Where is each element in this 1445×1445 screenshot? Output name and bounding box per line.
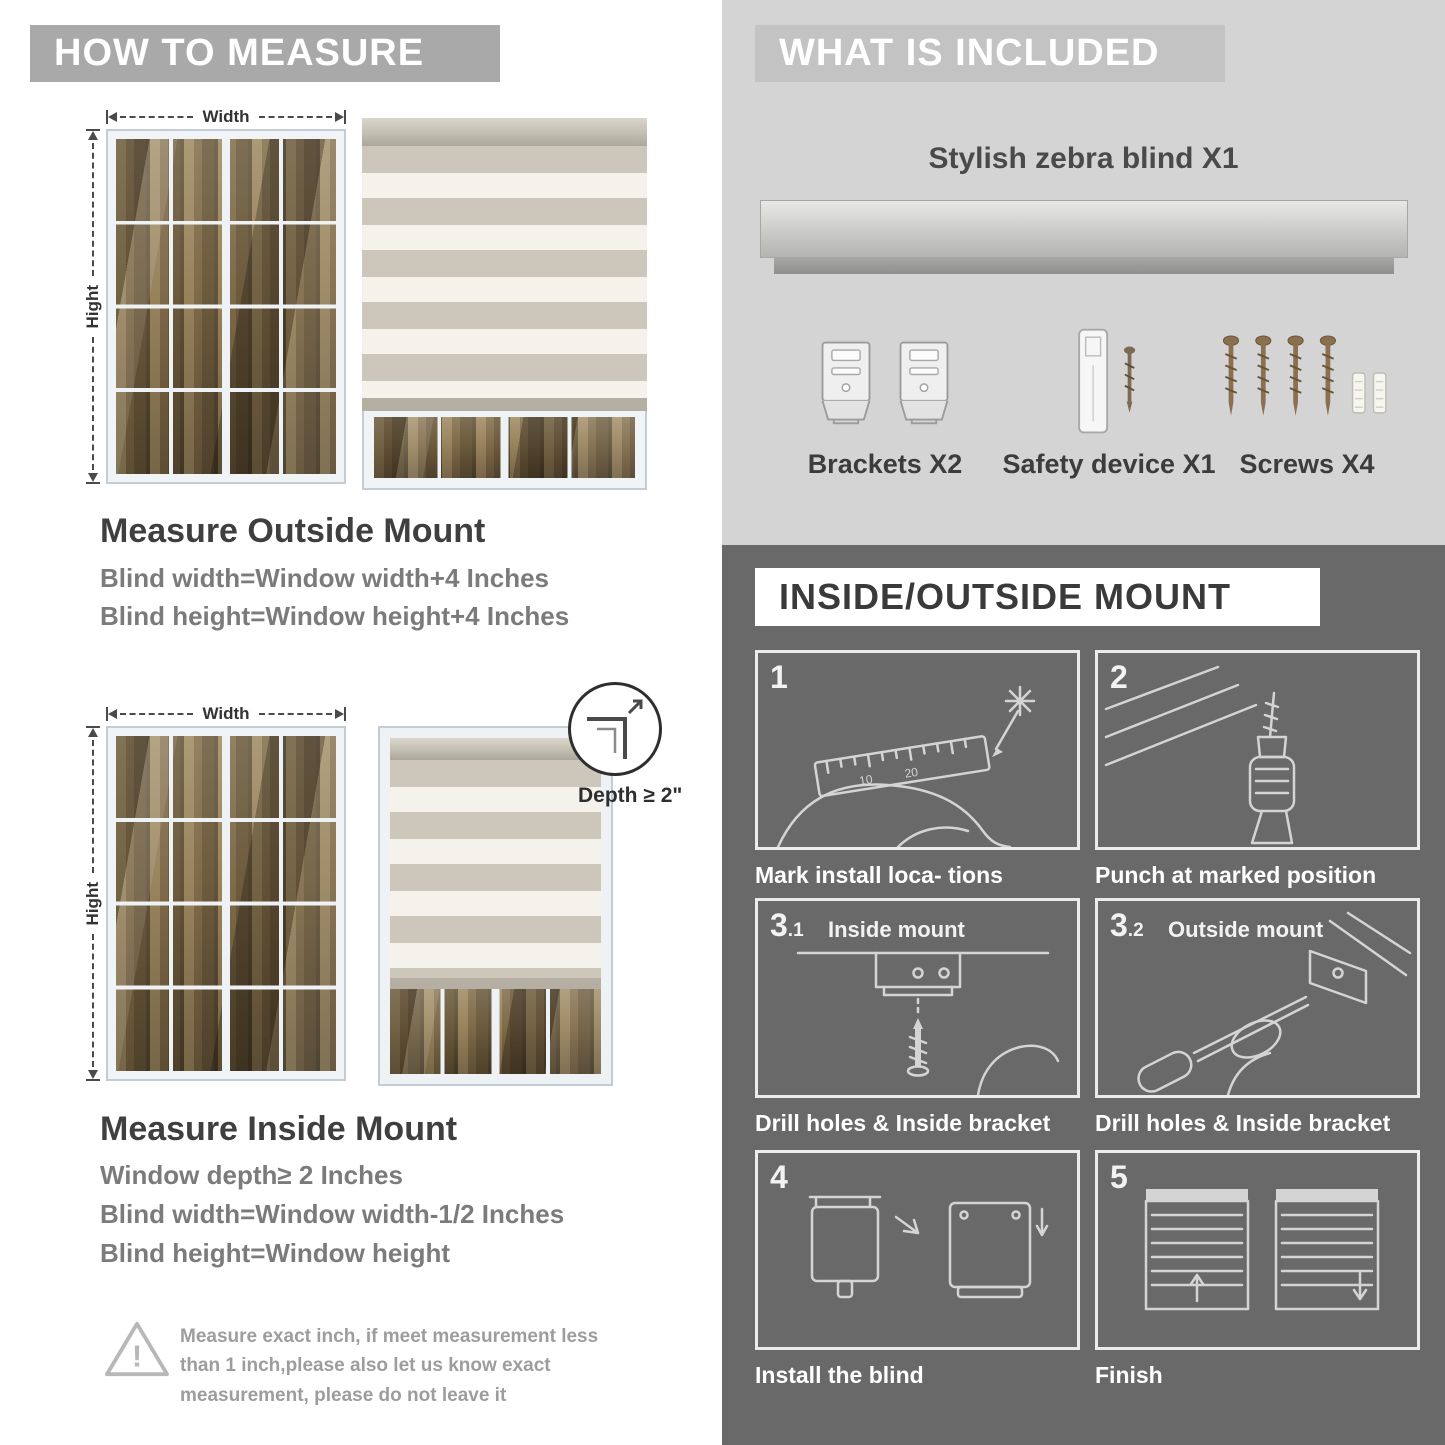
screws-icon <box>1222 334 1387 416</box>
step-5-caption: Finish <box>1095 1362 1163 1388</box>
product-name: Stylish zebra blind X1 <box>928 142 1239 175</box>
height-arrow: Hight <box>80 129 106 484</box>
step-3-2-panel: 3.2 Outside mount <box>1095 898 1420 1098</box>
outside-mount-heading: Measure Outside Mount <box>100 512 486 550</box>
height-arrow: Hight <box>80 726 106 1081</box>
inside-bracket-illustration <box>796 951 1060 1095</box>
window-glass <box>116 736 336 1071</box>
anchor-icon <box>1372 371 1387 414</box>
step-1-caption: Mark install loca- tions <box>755 862 1003 888</box>
outside-bracket-illustration <box>1137 911 1412 1095</box>
warning-icon: ! <box>105 1321 169 1377</box>
brackets-label: Brackets X2 <box>807 449 963 479</box>
step-3-2-caption: Drill holes & Inside bracket <box>1095 1110 1391 1136</box>
width-arrow: Width <box>106 105 346 129</box>
window-image <box>106 726 346 1081</box>
depth-callout-label: Depth ≥ 2" <box>578 784 683 807</box>
step-4: 4 Install the blind <box>755 1150 1080 1389</box>
safety-device-icon <box>1078 328 1136 433</box>
inside-mount-rule-2: Blind width=Window width-1/2 Inches <box>100 1199 565 1229</box>
what-is-included-section: WHAT IS INCLUDED Stylish zebra blind X1 <box>722 0 1445 545</box>
svg-text:20: 20 <box>904 765 920 781</box>
mount-title: INSIDE/OUTSIDE MOUNT <box>779 576 1232 617</box>
step-4-panel: 4 <box>755 1150 1080 1350</box>
zebra-blind-headrail-image <box>760 200 1408 274</box>
outside-mount-blind-figure <box>362 118 647 490</box>
svg-text:10: 10 <box>858 772 874 788</box>
how-to-measure-section: HOW TO MEASURE Width Hight <box>0 0 710 1445</box>
step-5-panel: 5 <box>1095 1150 1420 1350</box>
window-corner-icon <box>587 699 643 759</box>
anchor-icon <box>1351 371 1366 414</box>
depth-callout-circle <box>568 682 662 776</box>
outside-mount-rule-1: Blind width=Window width+4 Inches <box>100 563 549 593</box>
install-blind-illustration <box>808 1195 1049 1299</box>
width-label: Width <box>202 107 250 126</box>
how-to-measure-title: HOW TO MEASURE <box>54 32 425 74</box>
step-3-1-panel: 3.1 Inside mount <box>755 898 1080 1098</box>
step-3-1: 3.1 Inside mount Drill holes & Inside b <box>755 898 1080 1137</box>
step-2-panel: 2 <box>1095 650 1420 850</box>
inside-mount-window-figure: Width Hight <box>80 702 346 1081</box>
step-number: 5 <box>1110 1159 1128 1195</box>
window-glass <box>116 139 336 474</box>
what-is-included-title: WHAT IS INCLUDED <box>779 32 1160 74</box>
step-number: 3 <box>1110 907 1128 943</box>
width-arrow: Width <box>106 702 346 726</box>
step-subnumber: .1 <box>787 920 804 941</box>
step-1-panel: 1 10 20 <box>755 650 1080 850</box>
finish-illustration <box>1144 1189 1380 1311</box>
bracket-icon <box>899 341 949 424</box>
window-glass-strip <box>390 989 601 1074</box>
safety-device-label: Safety device X1 <box>1002 449 1216 479</box>
step-2: 2 Punch at marked position <box>1095 650 1420 889</box>
svg-text:!: ! <box>132 1338 142 1373</box>
blind-bottom-rail <box>362 398 647 411</box>
step-2-caption: Punch at marked position <box>1095 862 1377 888</box>
step-5: 5 Finish <box>1095 1150 1420 1389</box>
mark-location-illustration: 10 20 <box>776 685 1036 847</box>
step-title: Outside mount <box>1168 917 1324 942</box>
inside-mount-rule-3: Blind height=Window height <box>100 1238 450 1268</box>
how-to-measure-banner: HOW TO MEASURE <box>30 25 500 82</box>
step-number: 1 <box>770 659 788 695</box>
outside-mount-window-figure: Width Hight <box>80 105 346 484</box>
step-3-2: 3.2 Outside mount Drill holes & Inside b… <box>1095 898 1420 1137</box>
window-under-blind <box>362 411 647 490</box>
drill-illustration <box>1104 665 1296 845</box>
included-item-screws: Screws X4 <box>1192 322 1422 480</box>
inside-mount-blind-figure: Depth ≥ 2" <box>378 682 682 1086</box>
what-is-included-banner: WHAT IS INCLUDED <box>755 25 1225 82</box>
included-item-safety-device: Safety device X1 <box>1002 322 1216 480</box>
measure-note: Measure exact inch, if meet measurement … <box>180 1326 599 1406</box>
bracket-icon <box>821 341 871 424</box>
step-number: 2 <box>1110 659 1128 695</box>
headrail-bar <box>760 200 1408 258</box>
height-label: Hight <box>83 284 102 329</box>
blind-bottom-rail <box>390 978 601 989</box>
step-title: Inside mount <box>828 917 965 942</box>
included-item-brackets: Brackets X2 <box>770 322 1000 480</box>
window-image <box>106 129 346 484</box>
window-glass-strip <box>374 417 635 478</box>
mount-instructions-section: INSIDE/OUTSIDE MOUNT 1 10 20 <box>722 545 1445 1445</box>
step-1: 1 10 20 Mark install loca- tions <box>755 650 1080 889</box>
step-4-caption: Install the blind <box>755 1362 924 1388</box>
width-label: Width <box>202 704 250 723</box>
inside-mount-rule-1: Window depth≥ 2 Inches <box>100 1160 403 1190</box>
blind-cassette <box>362 118 647 146</box>
mount-banner: INSIDE/OUTSIDE MOUNT <box>755 568 1320 626</box>
zebra-blind-stripes <box>390 760 601 978</box>
height-label: Hight <box>83 881 102 926</box>
zebra-blind-stripes <box>362 146 647 398</box>
blind-cassette <box>390 738 601 760</box>
outside-mount-rule-2: Blind height=Window height+4 Inches <box>100 601 570 631</box>
inside-mount-heading: Measure Inside Mount <box>100 1110 458 1148</box>
step-subnumber: .2 <box>1127 920 1144 941</box>
step-number: 4 <box>770 1159 788 1195</box>
screws-label: Screws X4 <box>1239 449 1375 479</box>
step-number: 3 <box>770 907 788 943</box>
step-3-1-caption: Drill holes & Inside bracket <box>755 1110 1051 1136</box>
headrail-lip <box>774 258 1394 274</box>
